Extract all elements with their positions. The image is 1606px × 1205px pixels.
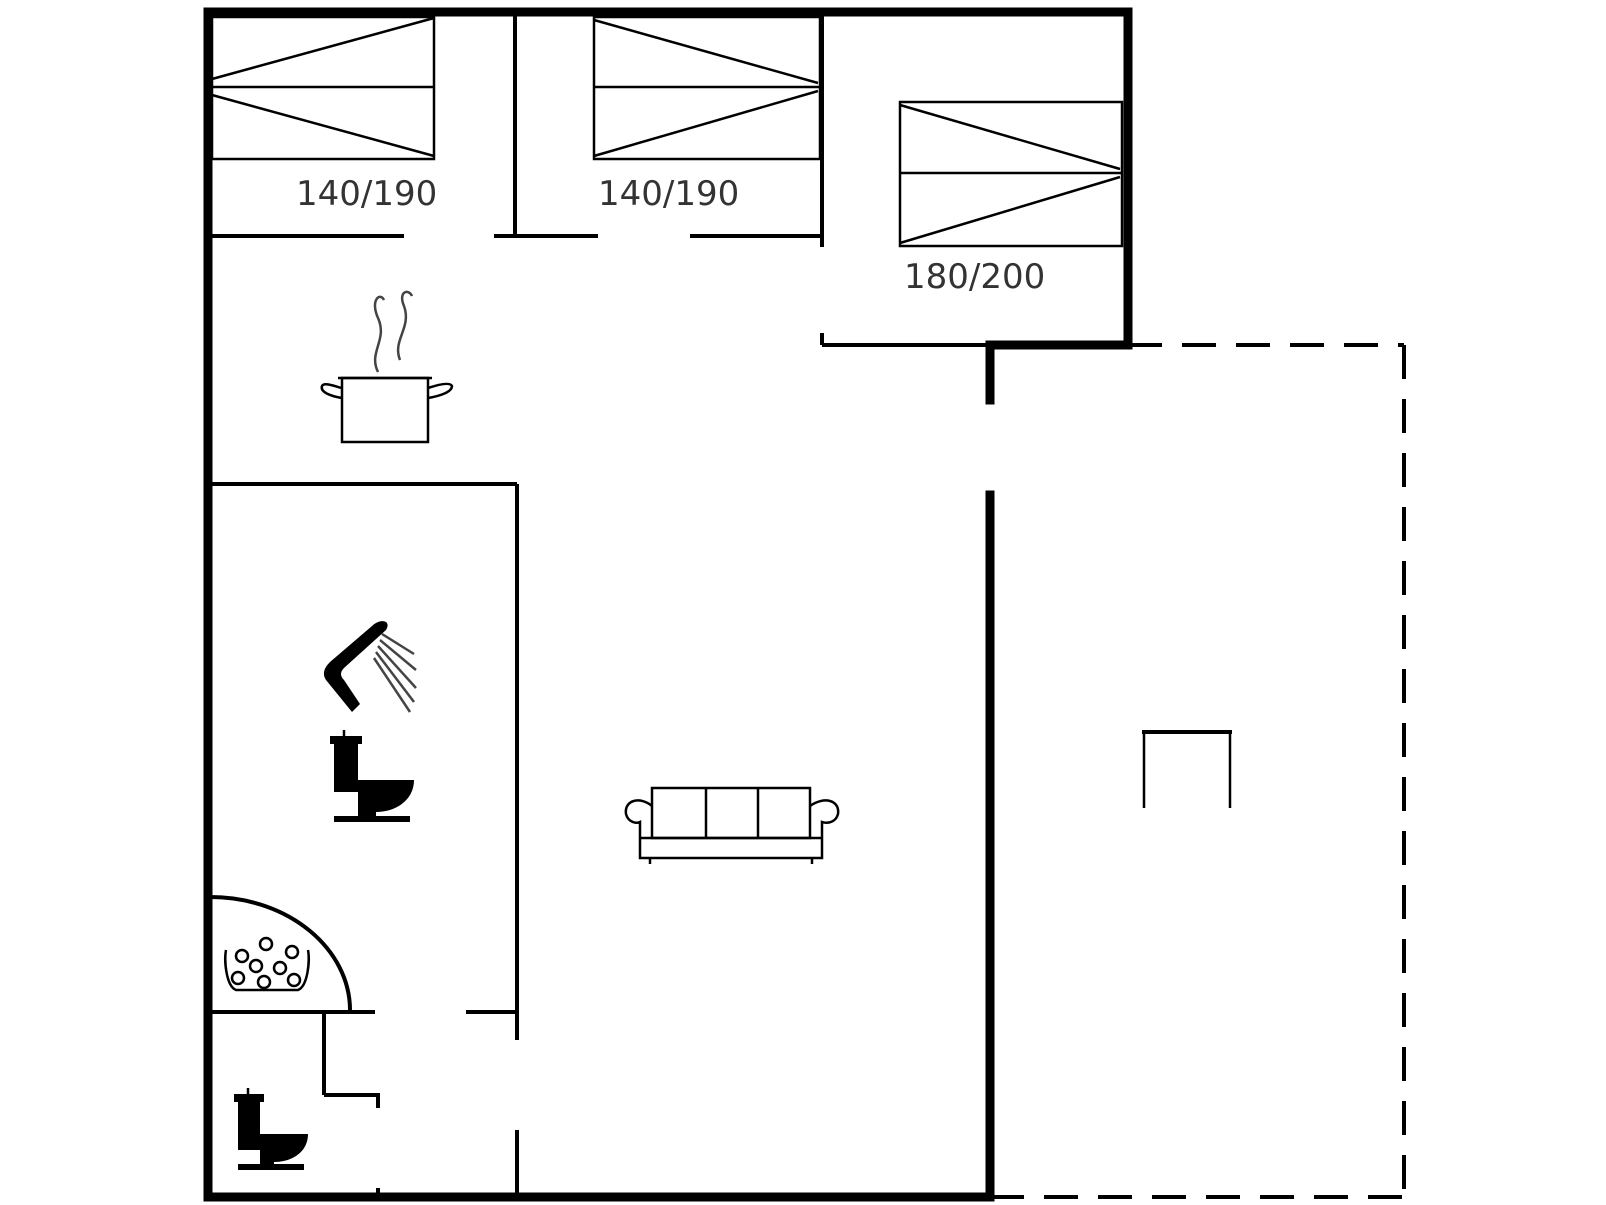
bed-2: 140/190 (592, 15, 822, 214)
hot-tub-icon (209, 895, 352, 1011)
sofa-icon (624, 786, 840, 864)
toilet-icon (330, 730, 414, 822)
shower-icon (323, 621, 417, 713)
bed-1: 140/190 (210, 15, 437, 214)
bed-3: 180/200 (898, 100, 1124, 297)
bed-size-label: 180/200 (904, 257, 1045, 297)
cooking-pot-icon (320, 290, 454, 444)
toilet-icon (234, 1088, 308, 1170)
bed-size-label: 140/190 (296, 174, 437, 214)
terrace-outline (990, 343, 1406, 1199)
interior-walls (210, 14, 990, 1197)
table-icon (1142, 730, 1232, 808)
outer-walls (203, 7, 1133, 1202)
bed-size-label: 140/190 (598, 174, 739, 214)
